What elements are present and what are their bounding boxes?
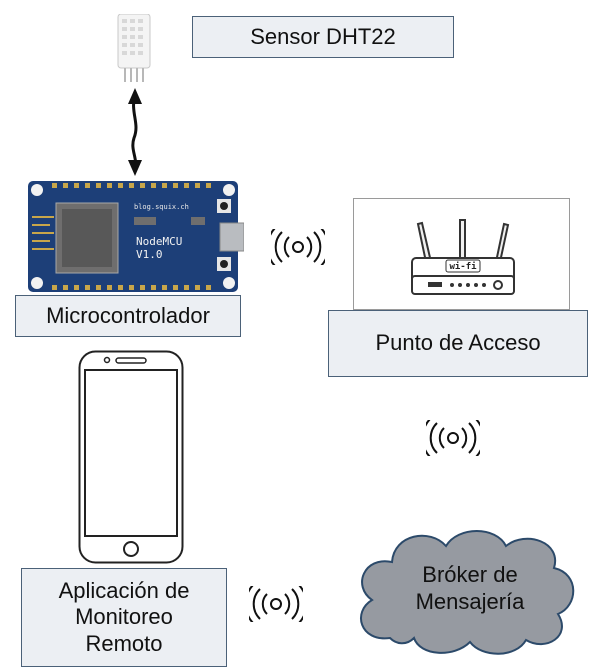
header-pin xyxy=(118,183,123,188)
header-pin xyxy=(140,285,145,290)
header-pin xyxy=(162,183,167,188)
message-broker-label: Bróker de Mensajería xyxy=(370,558,570,618)
header-pin xyxy=(63,183,68,188)
wifi-router-image: wi-fi xyxy=(411,219,515,295)
header-pin xyxy=(85,183,90,188)
microcontroller-label: Microcontrolador xyxy=(15,295,241,337)
wireless-signal-icon xyxy=(271,229,325,265)
header-pin xyxy=(107,183,112,188)
header-pin xyxy=(96,183,101,188)
monitoring-app-label: Aplicación de Monitoreo Remoto xyxy=(21,568,227,667)
router-badge-text: wi-fi xyxy=(449,261,477,272)
smartphone-image xyxy=(78,350,184,564)
header-pin xyxy=(52,285,57,290)
header-pin xyxy=(140,183,145,188)
app-label-line2: Monitoreo xyxy=(75,604,173,630)
nodemcu-board-image: blog.squix.ch NodeMCU V1.0 xyxy=(26,179,244,294)
header-pin xyxy=(74,285,79,290)
header-pin xyxy=(107,285,112,290)
header-pin xyxy=(85,285,90,290)
app-label-line1: Aplicación de xyxy=(58,577,190,603)
board-model-text: NodeMCU xyxy=(136,235,182,248)
header-pin xyxy=(195,285,200,290)
header-pin xyxy=(151,183,156,188)
access-point-label-text: Punto de Acceso xyxy=(375,330,541,356)
header-pin xyxy=(184,285,189,290)
header-pin xyxy=(206,285,211,290)
header-pin xyxy=(195,183,200,188)
header-pin xyxy=(184,183,189,188)
header-pin xyxy=(206,183,211,188)
header-pin xyxy=(162,285,167,290)
header-pin xyxy=(173,285,178,290)
header-pin xyxy=(63,285,68,290)
header-pin xyxy=(129,183,134,188)
header-pin xyxy=(52,183,57,188)
board-version-text: V1.0 xyxy=(136,248,163,261)
wireless-signal-icon xyxy=(249,586,303,622)
header-pin xyxy=(151,285,156,290)
wireless-signal-icon xyxy=(426,420,480,456)
broker-label-line2: Mensajería xyxy=(415,589,525,614)
broker-label-line1: Bróker de xyxy=(422,561,518,587)
access-point-label: Punto de Acceso xyxy=(328,310,588,377)
sensor-label-text: Sensor DHT22 xyxy=(250,23,396,49)
sensor-label: Sensor DHT22 xyxy=(192,16,454,58)
header-pin xyxy=(129,285,134,290)
app-label-line3: Remoto xyxy=(85,630,163,656)
dht22-sensor-image xyxy=(117,14,151,82)
header-pin xyxy=(96,285,101,290)
bidirectional-arrow-icon xyxy=(128,88,142,176)
header-pin xyxy=(118,285,123,290)
header-pin xyxy=(74,183,79,188)
header-pin xyxy=(173,183,178,188)
board-site-text: blog.squix.ch xyxy=(134,203,189,211)
message-broker-cloud-icon xyxy=(360,530,575,655)
microcontroller-label-text: Microcontrolador xyxy=(46,302,210,328)
